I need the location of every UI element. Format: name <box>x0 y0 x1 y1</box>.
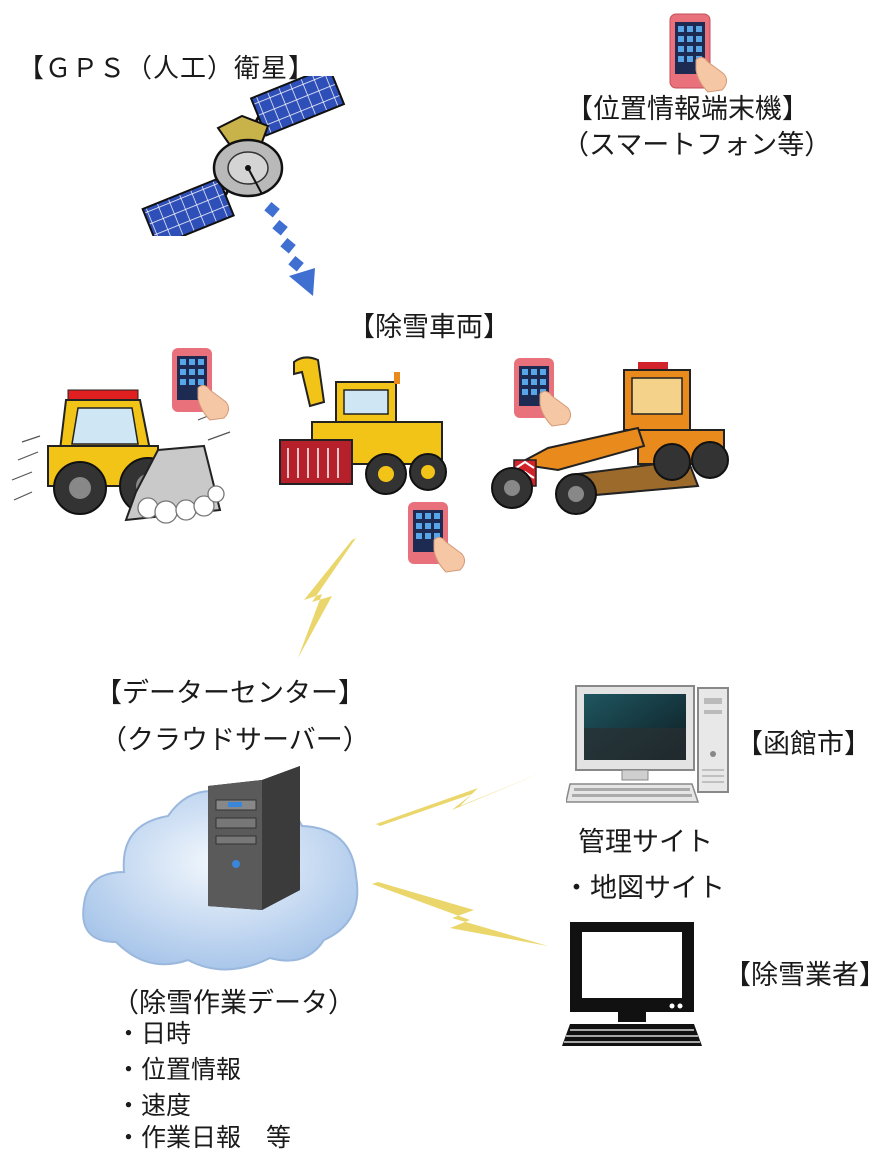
desktop-pc-icon <box>566 684 736 824</box>
work-data-label: （除雪作業データ） <box>112 988 355 1019</box>
lightning-icon <box>370 880 550 950</box>
datacenter-sublabel: （クラウドサーバー） <box>100 725 370 756</box>
smartphone-icon <box>512 356 574 430</box>
satellite-label: 【ＧＰＳ（人工）衛星】 <box>18 54 316 84</box>
admin-site-label: 管理サイト <box>578 827 713 858</box>
map-site-label: ・地図サイト <box>563 873 725 904</box>
lightning-icon <box>374 766 550 826</box>
smartphone-icon <box>668 12 730 94</box>
wheel-loader-icon <box>8 360 244 528</box>
vehicles-label: 【除雪車両】 <box>348 312 510 343</box>
motor-grader-icon <box>488 356 732 520</box>
gps-signal-arrow <box>255 196 325 300</box>
monitor-icon <box>560 918 708 1058</box>
terminal-label: 【位置情報端末機】 <box>566 94 809 125</box>
terminal-sublabel: （スマートフォン等） <box>562 130 832 161</box>
snow-blower-icon <box>266 352 452 502</box>
work-data-item: ・作業日報 等 <box>116 1123 292 1152</box>
work-data-item: ・日時 <box>116 1019 192 1048</box>
lightning-icon <box>292 536 364 660</box>
contractor-label: 【除雪業者】 <box>724 960 882 991</box>
smartphone-icon <box>406 500 468 576</box>
server-icon <box>200 760 310 916</box>
city-label: 【函館市】 <box>736 729 871 760</box>
work-data-item: ・速度 <box>116 1091 192 1120</box>
datacenter-label: 【データーセンター】 <box>95 678 365 709</box>
satellite-icon <box>122 76 362 236</box>
work-data-item: ・位置情報 <box>116 1055 242 1084</box>
smartphone-icon <box>170 346 232 428</box>
